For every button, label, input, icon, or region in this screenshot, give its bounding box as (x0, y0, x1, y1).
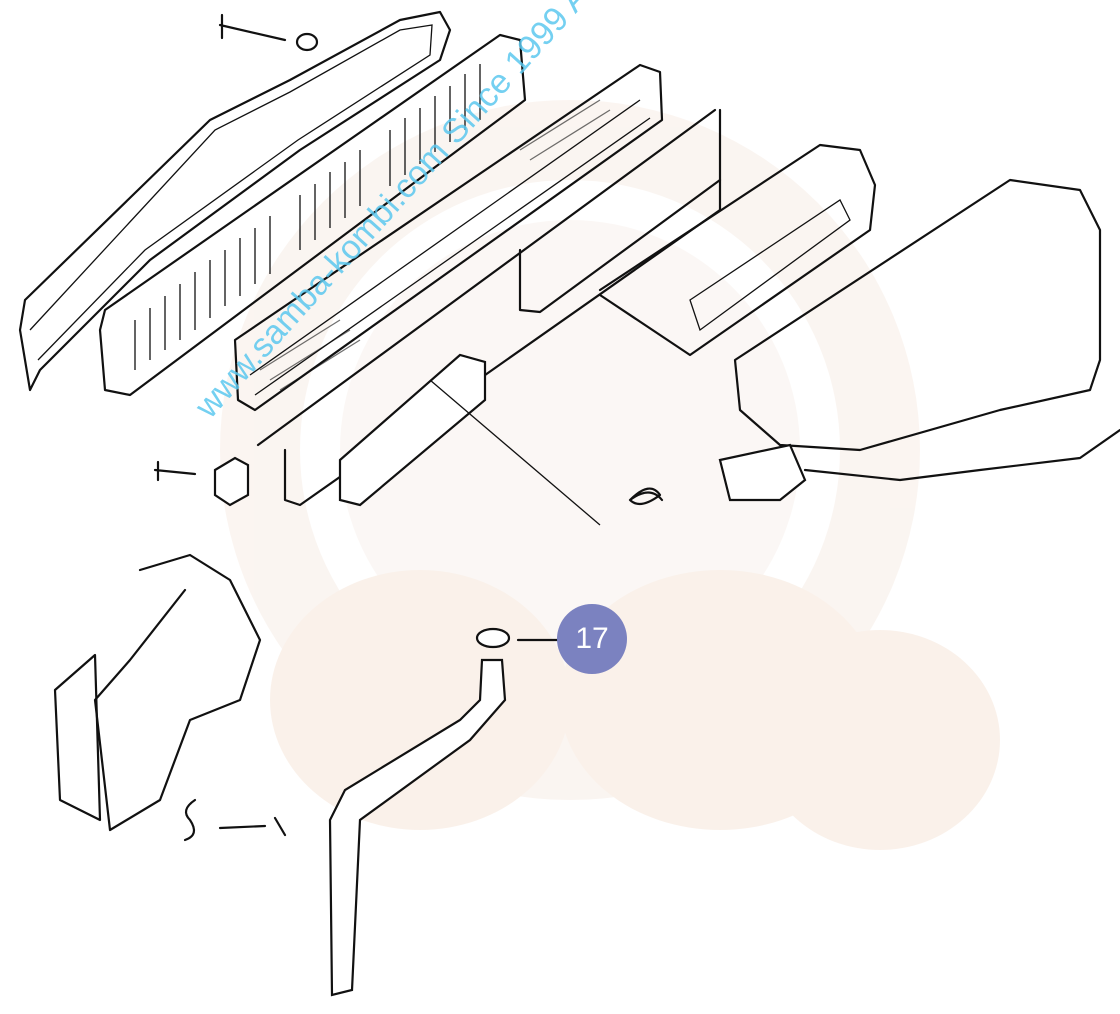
drawing-line (220, 100, 920, 800)
drawing-line (429, 379, 601, 526)
rod (256, 108, 717, 447)
duct-flange (53, 653, 102, 822)
drawing-line (689, 199, 851, 332)
screw-top (218, 13, 287, 42)
drawing-line (560, 570, 880, 830)
main-body (733, 178, 1102, 452)
filter-mesh (259, 99, 611, 391)
drawing-line (270, 570, 570, 830)
rubber-boot (718, 443, 807, 502)
drawing-line (134, 64, 481, 370)
drawing-line (283, 108, 722, 507)
drawing-line (340, 220, 800, 680)
drawing-line (259, 99, 611, 391)
filter-frame (233, 63, 664, 412)
gasket-outline (18, 10, 452, 392)
watermark-logo (220, 100, 1000, 850)
cable (803, 428, 1120, 482)
screw-small (153, 460, 197, 482)
air-duct (93, 553, 262, 832)
screw-bottom (218, 816, 287, 837)
clip-bracket (213, 456, 250, 507)
grille-panel (98, 33, 527, 397)
hook-s (183, 798, 197, 842)
washer-top (295, 32, 319, 52)
grille-slots (134, 64, 481, 370)
spring (628, 487, 664, 506)
foam-pad (338, 353, 487, 507)
seal-ring (475, 627, 511, 649)
heater-housing (598, 143, 877, 357)
drawing-line (29, 24, 433, 361)
hose (328, 658, 507, 997)
drawing-line (760, 630, 1000, 850)
callout-17[interactable]: 17 (557, 604, 627, 674)
drawing-line (518, 178, 722, 314)
